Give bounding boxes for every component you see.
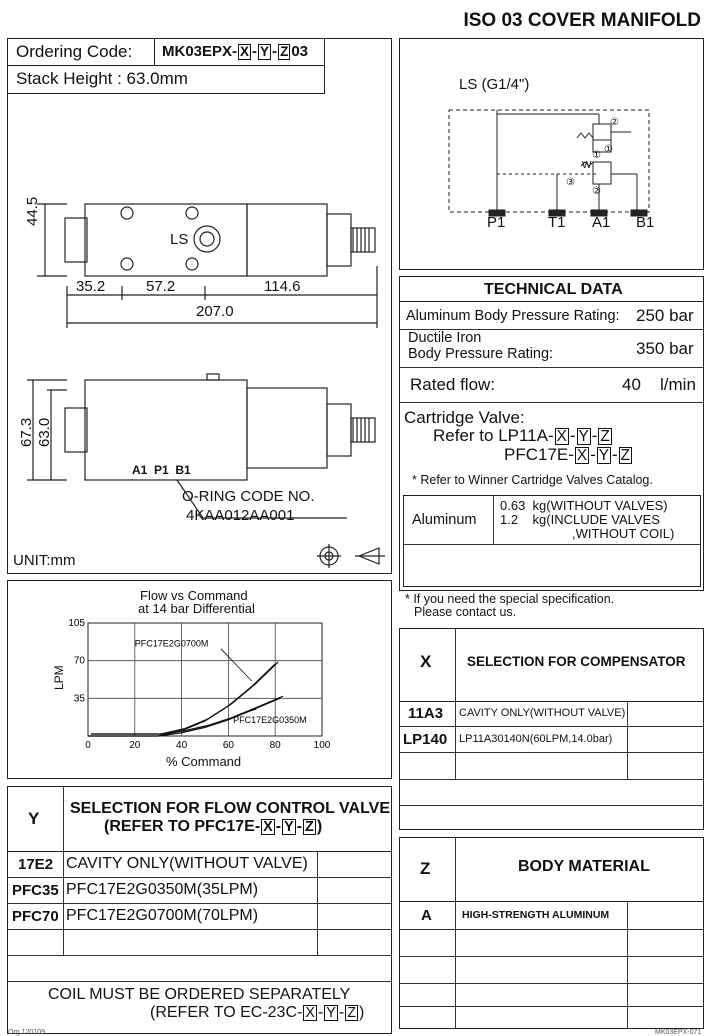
schematic-panel (399, 38, 704, 270)
iron-pressure-label-1: Ductile Iron (408, 330, 482, 346)
dim-44-5: 44.5 (24, 196, 41, 226)
rated-flow-value: 40 (622, 375, 641, 394)
x-row-code-0: 11A3 (408, 705, 444, 722)
dim-114-6: 114.6 (264, 278, 301, 295)
special-note-1: * If you need the special specification. (405, 592, 615, 606)
ordering-box (7, 38, 325, 94)
footer-left: Org.120109 (8, 1029, 45, 1036)
rated-flow-unit: l/min (660, 375, 696, 394)
dim-207: 207.0 (196, 303, 234, 320)
port-t1: T1 (548, 214, 566, 231)
coil-note-1: COIL MUST BE ORDERED SEPARATELY (48, 986, 351, 1003)
weight-table (403, 495, 701, 587)
x-row-code-1: LP140 (403, 731, 448, 748)
special-note-2: Please contact us. (414, 605, 517, 619)
y-title-1: SELECTION FOR FLOW CONTROL VALVE (70, 800, 390, 817)
catalog-note: * Refer to Winner Cartridge Valves Catal… (412, 473, 653, 487)
rated-flow-label: Rated flow: (410, 375, 496, 394)
ordering-label: Ordering Code: (16, 42, 133, 61)
coil-note-2: (REFER TO EC-23C-X-Y-Z) (150, 1004, 365, 1022)
y-tick-label: 35 (74, 693, 86, 704)
plot-frame (87, 622, 323, 737)
oring-title: O-RING CODE NO. (182, 488, 315, 505)
y-table (7, 786, 392, 1034)
dim-35-2: 35.2 (76, 278, 106, 295)
cartridge-title: Cartridge Valve: (404, 408, 525, 427)
schematic-ls-label: LS (G1/4") (459, 76, 530, 93)
dim-67-3: 67.3 (18, 417, 35, 447)
port-p1: P1 (487, 214, 506, 231)
x-tick-label: 100 (314, 740, 331, 751)
y-row-desc-1: PFC17E2G0350M(35LPM) (66, 881, 259, 898)
weight-line-3: ,WITHOUT COIL) (572, 526, 675, 541)
port-a1: A1 (592, 214, 611, 231)
chart-subtitle: at 14 bar Differential (138, 601, 255, 616)
x-tick-label: 80 (270, 740, 282, 751)
alum-pressure-value: 250 bar (636, 306, 694, 325)
oring-code: 4KAA012AA001 (186, 507, 295, 524)
schematic-n2: ② (592, 186, 601, 197)
footer-right: MK03EPX-071 (655, 1029, 702, 1036)
x-key: X (420, 652, 432, 671)
y-row-desc-0: CAVITY ONLY(WITHOUT VALVE) (66, 855, 308, 872)
x-tick-label: 20 (129, 740, 141, 751)
schematic-w: W (582, 160, 592, 171)
iron-pressure-label-2: Body Pressure Rating: (408, 346, 554, 362)
x-tick-label: 60 (223, 740, 235, 751)
schematic-n1-top: ① (604, 144, 613, 155)
x-tick-label: 0 (85, 740, 91, 751)
top-view-drawing (27, 203, 385, 568)
dim-57-2: 57.2 (146, 278, 176, 295)
weight-line-2: 1.2 kg(INCLUDE VALVES (500, 512, 660, 527)
chart-panel (7, 580, 392, 779)
y-title-2: (REFER TO PFC17E-X-Y-Z) (104, 818, 323, 836)
x-tick-label: 40 (176, 740, 188, 751)
tech-data-title: TECHNICAL DATA (484, 281, 623, 298)
z-table (399, 837, 704, 1029)
alum-pressure-label: Aluminum Body Pressure Rating: (406, 308, 620, 324)
chart-title: Flow vs Command (140, 588, 248, 603)
y-row-code-2: PFC70 (12, 908, 59, 925)
z-row-code-0: A (421, 907, 432, 924)
weight-line-1: 0.63 kg(WITHOUT VALVES) (500, 498, 668, 513)
chart-xlabel: % Command (166, 754, 242, 769)
port-b1: B1 (636, 214, 655, 231)
series-label: PFC17E2G0700M (135, 639, 209, 649)
series-leader (220, 648, 253, 682)
y-row-code-0: 17E2 (18, 856, 54, 873)
y-row-code-1: PFC35 (12, 882, 59, 899)
tech-data-panel (399, 276, 704, 591)
weight-material: Aluminum (412, 512, 477, 528)
y-tick-label: 105 (68, 618, 85, 629)
hydraulic-schematic (448, 109, 650, 217)
iron-pressure-value: 350 bar (636, 339, 694, 358)
ls-port-label: LS (170, 231, 189, 248)
cartridge-ref-2: PFC17E-X-Y-Z (504, 445, 633, 465)
schematic-n3: ③ (566, 177, 575, 188)
page-title: ISO 03 COVER MANIFOLD (463, 10, 701, 31)
schematic-n1: ① (592, 150, 601, 161)
cartridge-ref-1: Refer to LP11A-X-Y-Z (433, 426, 612, 446)
stack-height: Stack Height : 63.0mm (16, 69, 188, 88)
y-row-desc-2: PFC17E2G0700M(70LPM) (66, 907, 259, 924)
x-row-desc-1: LP11A30140N(60LPM,14.0bar) (459, 733, 613, 745)
x-table (399, 628, 704, 830)
x-title: SELECTION FOR COMPENSATOR (467, 654, 686, 669)
z-title: BODY MATERIAL (518, 858, 650, 875)
z-row-desc-0: HIGH-STRENGTH ALUMINUM (462, 909, 610, 921)
dim-63-0: 63.0 (36, 417, 53, 447)
series-leader (236, 708, 257, 716)
schematic-n2-top: ② (610, 117, 619, 128)
y-key: Y (28, 809, 40, 828)
y-tick-label: 70 (74, 656, 86, 667)
ports-label: A1 P1 B1 (132, 463, 191, 477)
series-line (91, 695, 284, 735)
series-label: PFC17E2G0350M (233, 715, 307, 725)
unit-label: UNIT:mm (13, 552, 76, 569)
z-key: Z (420, 859, 431, 878)
x-row-desc-0: CAVITY ONLY(WITHOUT VALVE) (459, 707, 626, 719)
